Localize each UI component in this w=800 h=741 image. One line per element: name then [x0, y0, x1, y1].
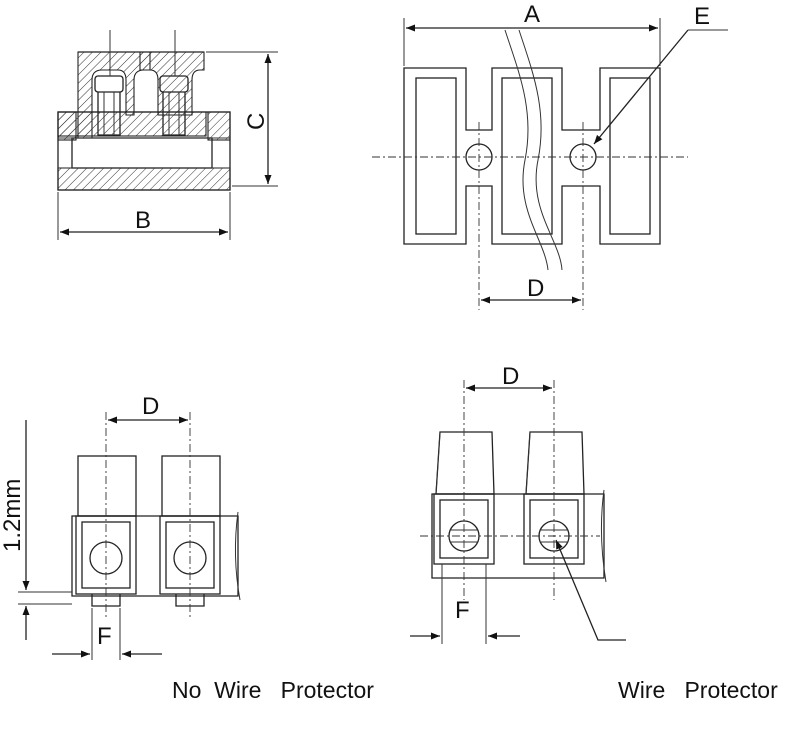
dim-label-f-left: F [97, 623, 112, 650]
front-view-wire-protector: D F [410, 363, 626, 644]
top-view: A D E [372, 1, 728, 310]
dim-label-d-top: D [527, 275, 544, 302]
leader-label-e: E [694, 3, 710, 30]
dim-label-d-left: D [142, 393, 159, 420]
dim-label-f-right: F [455, 597, 470, 624]
dim-label-a: A [524, 1, 540, 28]
section-view: B C [57, 30, 278, 240]
dim-label-b: B [135, 207, 151, 234]
caption-no-wire-protector: No Wire Protector [172, 677, 374, 703]
front-view-no-wire-protector: D 1.2mm F [0, 393, 241, 660]
caption-wire-protector: Wire Protector [618, 677, 778, 703]
dim-label-d-right: D [502, 363, 519, 390]
dim-label-thickness: 1.2mm [0, 479, 26, 552]
dim-label-c: C [243, 113, 270, 130]
